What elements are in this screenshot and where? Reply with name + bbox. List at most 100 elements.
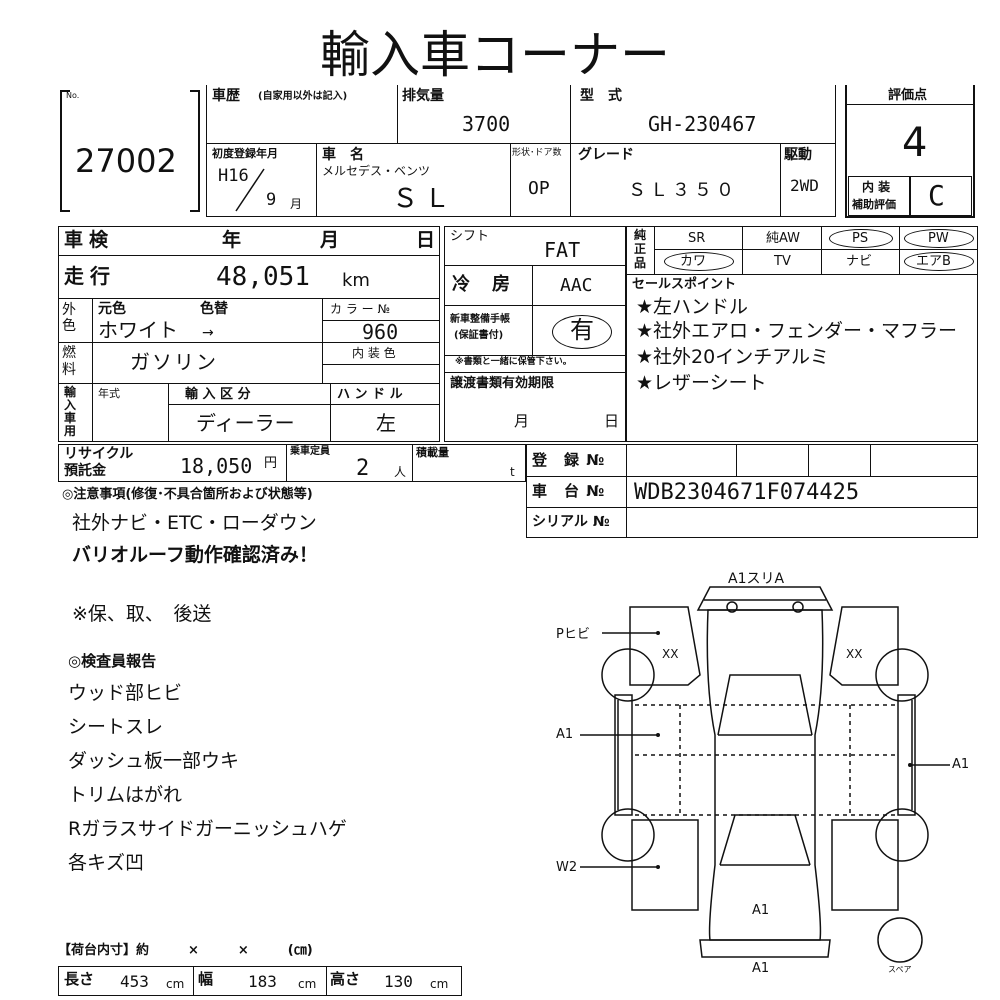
cargo-height-label: 高さ	[330, 970, 361, 988]
equip-tv: TV	[774, 254, 791, 269]
score-box	[845, 85, 975, 218]
mileage-label: 走行	[64, 264, 116, 288]
car-damage-diagram	[580, 586, 950, 963]
sales-point-4: ★レザーシート	[636, 372, 767, 394]
import-year-label: 年式	[98, 387, 120, 400]
fuel-side-label: 燃料	[62, 345, 76, 378]
chassis-value: WDB2304671F074425	[634, 480, 860, 505]
equip-pw: PW	[928, 231, 949, 246]
first-reg-slash	[235, 168, 265, 212]
body-type-label: 形状･ドア数	[512, 148, 562, 158]
shift-value: FAT	[544, 238, 581, 262]
transfer-month: 月	[514, 412, 530, 430]
ac-value: AAC	[560, 275, 593, 296]
recycle-value: 18,050	[180, 454, 253, 478]
chassis-label: 車 台 №	[532, 482, 606, 500]
handle-label: ハ ン ド ル	[337, 387, 403, 402]
history-note: (自家用以外は記入)	[258, 91, 348, 102]
equip-airbag: エアB	[916, 254, 951, 269]
cargo-width-unit: cm	[298, 977, 317, 991]
cargo-length-value: 453	[120, 972, 149, 991]
registration-block	[526, 444, 978, 538]
color-change-label: 色替	[200, 301, 228, 317]
cargo-length-unit: cm	[166, 977, 185, 991]
cargo-height-value: 130	[384, 972, 413, 991]
vehicle-info-block	[206, 85, 836, 217]
inspector-line-4: トリムはがれ	[68, 784, 183, 806]
import-side-label: 輸入車用	[64, 385, 77, 438]
recycle-unit: 円	[264, 456, 278, 471]
manual-note: ※書類と一緒に保管下さい。	[455, 357, 572, 367]
interior-color-label: 内 装 色	[352, 346, 396, 360]
equip-sr: SR	[688, 231, 706, 246]
first-reg-month: 9	[266, 190, 277, 210]
equip-leather-circle	[664, 252, 734, 271]
sales-points-label: セールスポイント	[632, 277, 737, 292]
sales-point-3: ★社外20インチアルミ	[636, 346, 830, 368]
inspection-label: 車検	[64, 229, 115, 251]
first-reg-month-unit: 月	[290, 197, 303, 211]
fuel-value: ガソリン	[130, 350, 218, 374]
inspector-line-2: シートスレ	[68, 716, 164, 738]
drive-label: 駆動	[784, 147, 812, 163]
inspection-month: 月	[320, 229, 340, 251]
lot-number-box: No. 27002	[60, 90, 200, 212]
import-class-value: ディーラー	[196, 411, 295, 435]
diagram-w2: W2	[556, 860, 578, 875]
drive-value: 2WD	[790, 176, 819, 195]
model-type-label: 型 式	[580, 88, 622, 104]
first-reg-label: 初度登録年月	[212, 147, 278, 160]
grade-label: グレード	[578, 147, 634, 163]
equip-aw: 純AW	[766, 231, 801, 246]
model-type-value: GH-230467	[648, 112, 757, 136]
first-reg-year: H16	[218, 166, 249, 186]
interior-label-2: 補助評価	[852, 198, 896, 211]
interior-value: C	[928, 179, 945, 212]
cargo-dimensions	[58, 966, 462, 996]
inspection-year: 年	[222, 229, 242, 251]
equip-ps-circle	[829, 229, 893, 248]
inspector-header: ◎検査員報告	[68, 652, 157, 670]
inspector-line-3: ダッシュ板一部ウキ	[68, 750, 240, 772]
diagram-a1-right: A1	[952, 757, 970, 772]
vehicle-detail-block	[58, 226, 440, 442]
handle-value: 左	[376, 411, 396, 435]
notes-line-1: 社外ナビ・ETC・ローダウン	[72, 512, 317, 534]
mileage-value: 48,051	[216, 262, 310, 292]
load-unit: t	[510, 465, 515, 479]
inspector-line-5: Rガラスサイドガーニッシュハゲ	[68, 818, 347, 840]
color-code-value: 960	[362, 320, 399, 344]
recycle-row	[58, 444, 526, 482]
cargo-header: 【荷台内寸】約 × × (㎝)	[58, 943, 313, 958]
inspection-day: 日	[416, 229, 436, 251]
diagram-a1-rear: A1	[752, 903, 770, 918]
lot-number: 27002	[75, 142, 177, 180]
shift-label: シフト	[450, 229, 490, 244]
equip-ps: PS	[852, 231, 869, 246]
equip-airbag-circle	[904, 252, 974, 271]
page-title: 輸入車コーナー	[320, 26, 670, 84]
equip-navi: ナビ	[846, 254, 873, 269]
diagram-a1-bottom: A1	[752, 961, 770, 976]
cargo-width-value: 183	[248, 972, 277, 991]
equipment-side-label: 純正品	[634, 228, 647, 270]
notes-line-2: バリオルーフ動作確認済み！	[72, 544, 318, 566]
equip-pw-circle	[904, 229, 974, 248]
color-orig-value: ホワイト	[98, 318, 178, 342]
serial-label: シリアル №	[532, 514, 610, 530]
color-code-label: カ ラ ー №	[330, 302, 390, 316]
inspector-line-1: ウッド部ヒビ	[68, 682, 183, 704]
manual-label-2: (保証書付)	[454, 330, 504, 341]
shift-ac-block	[444, 226, 626, 442]
cargo-length-label: 長さ	[64, 970, 95, 988]
sales-point-1: ★左ハンドル	[636, 296, 749, 318]
ac-label: 冷 房	[452, 274, 512, 295]
manual-value: 有	[570, 316, 594, 344]
interior-value-box	[910, 176, 972, 216]
car-name-label: 車 名	[322, 147, 364, 163]
load-label: 積載量	[416, 446, 449, 459]
color-arrow: →	[202, 325, 214, 341]
lot-no-label: No.	[66, 91, 80, 100]
capacity-value: 2	[356, 456, 370, 481]
recycle-label-1: リサイクル	[64, 446, 134, 462]
